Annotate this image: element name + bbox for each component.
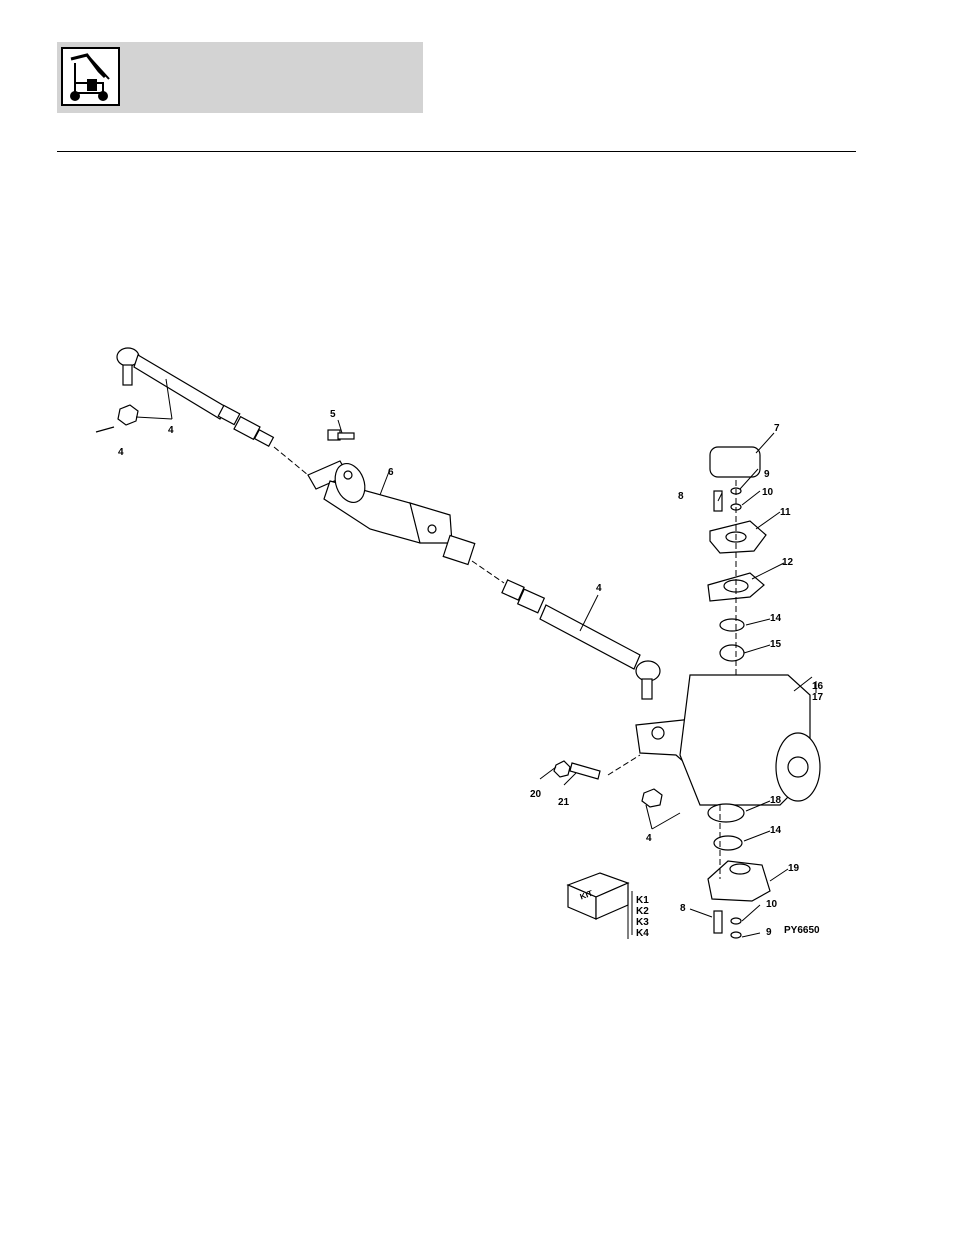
callout-9: 9 [766, 927, 772, 938]
header-divider [57, 151, 856, 152]
callout-4: 4 [646, 833, 652, 844]
bolt-8-bottom [714, 911, 722, 933]
callout-16: 16 [812, 681, 824, 692]
kit-item-k4: K4 [636, 928, 649, 939]
seal-14-bottom [714, 836, 742, 850]
callout-8: 8 [678, 491, 684, 502]
tie-rod-left [117, 348, 273, 446]
nut-left [118, 405, 138, 425]
diagram-svg: 4 4 5 6 4 4 7 8 9 10 11 12 14 15 16 17 1… [80, 335, 840, 985]
nut-20 [554, 761, 570, 777]
callout-6: 6 [388, 467, 394, 478]
figure-id: PY6650 [784, 925, 820, 936]
cap-11 [710, 521, 766, 553]
kit-item-k2: K2 [636, 906, 649, 917]
callout-4: 4 [118, 447, 124, 458]
bolt-5 [328, 430, 354, 440]
steering-axle-exploded-diagram: 4 4 5 6 4 4 7 8 9 10 11 12 14 15 16 17 1… [80, 335, 840, 985]
callout-12: 12 [782, 557, 794, 568]
callout-7: 7 [774, 423, 780, 434]
callout-4: 4 [168, 425, 174, 436]
callout-10: 10 [766, 899, 778, 910]
cotter-pin-left [96, 427, 114, 432]
callout-9: 9 [764, 469, 770, 480]
callout-14: 14 [770, 825, 782, 836]
cap-19 [708, 861, 770, 901]
stud-21 [570, 763, 600, 779]
callout-8: 8 [680, 903, 686, 914]
callout-18: 18 [770, 795, 782, 806]
bearing-15 [720, 645, 744, 661]
callout-20: 20 [530, 789, 542, 800]
bearing-18 [708, 804, 744, 822]
callout-14: 14 [770, 613, 782, 624]
kit-box [568, 873, 628, 919]
callout-15: 15 [770, 639, 782, 650]
callout-21: 21 [558, 797, 570, 808]
nut-right [642, 789, 662, 807]
kit-item-k1: K1 [636, 895, 649, 906]
tie-rod-right [502, 580, 660, 699]
kit-item-k3: K3 [636, 917, 649, 928]
washer-9-bottom [731, 932, 741, 938]
callout-11: 11 [780, 507, 791, 518]
callout-19: 19 [788, 863, 800, 874]
callout-17: 17 [812, 692, 824, 703]
callout-4: 4 [596, 583, 602, 594]
callout-10: 10 [762, 487, 774, 498]
steering-knuckle [636, 675, 820, 805]
washer-10-bottom [731, 918, 741, 924]
forklift-boom-icon [61, 47, 120, 106]
cap-7 [710, 447, 760, 477]
seal-14-top [720, 619, 744, 631]
callout-5: 5 [330, 409, 336, 420]
header-banner [57, 42, 423, 113]
